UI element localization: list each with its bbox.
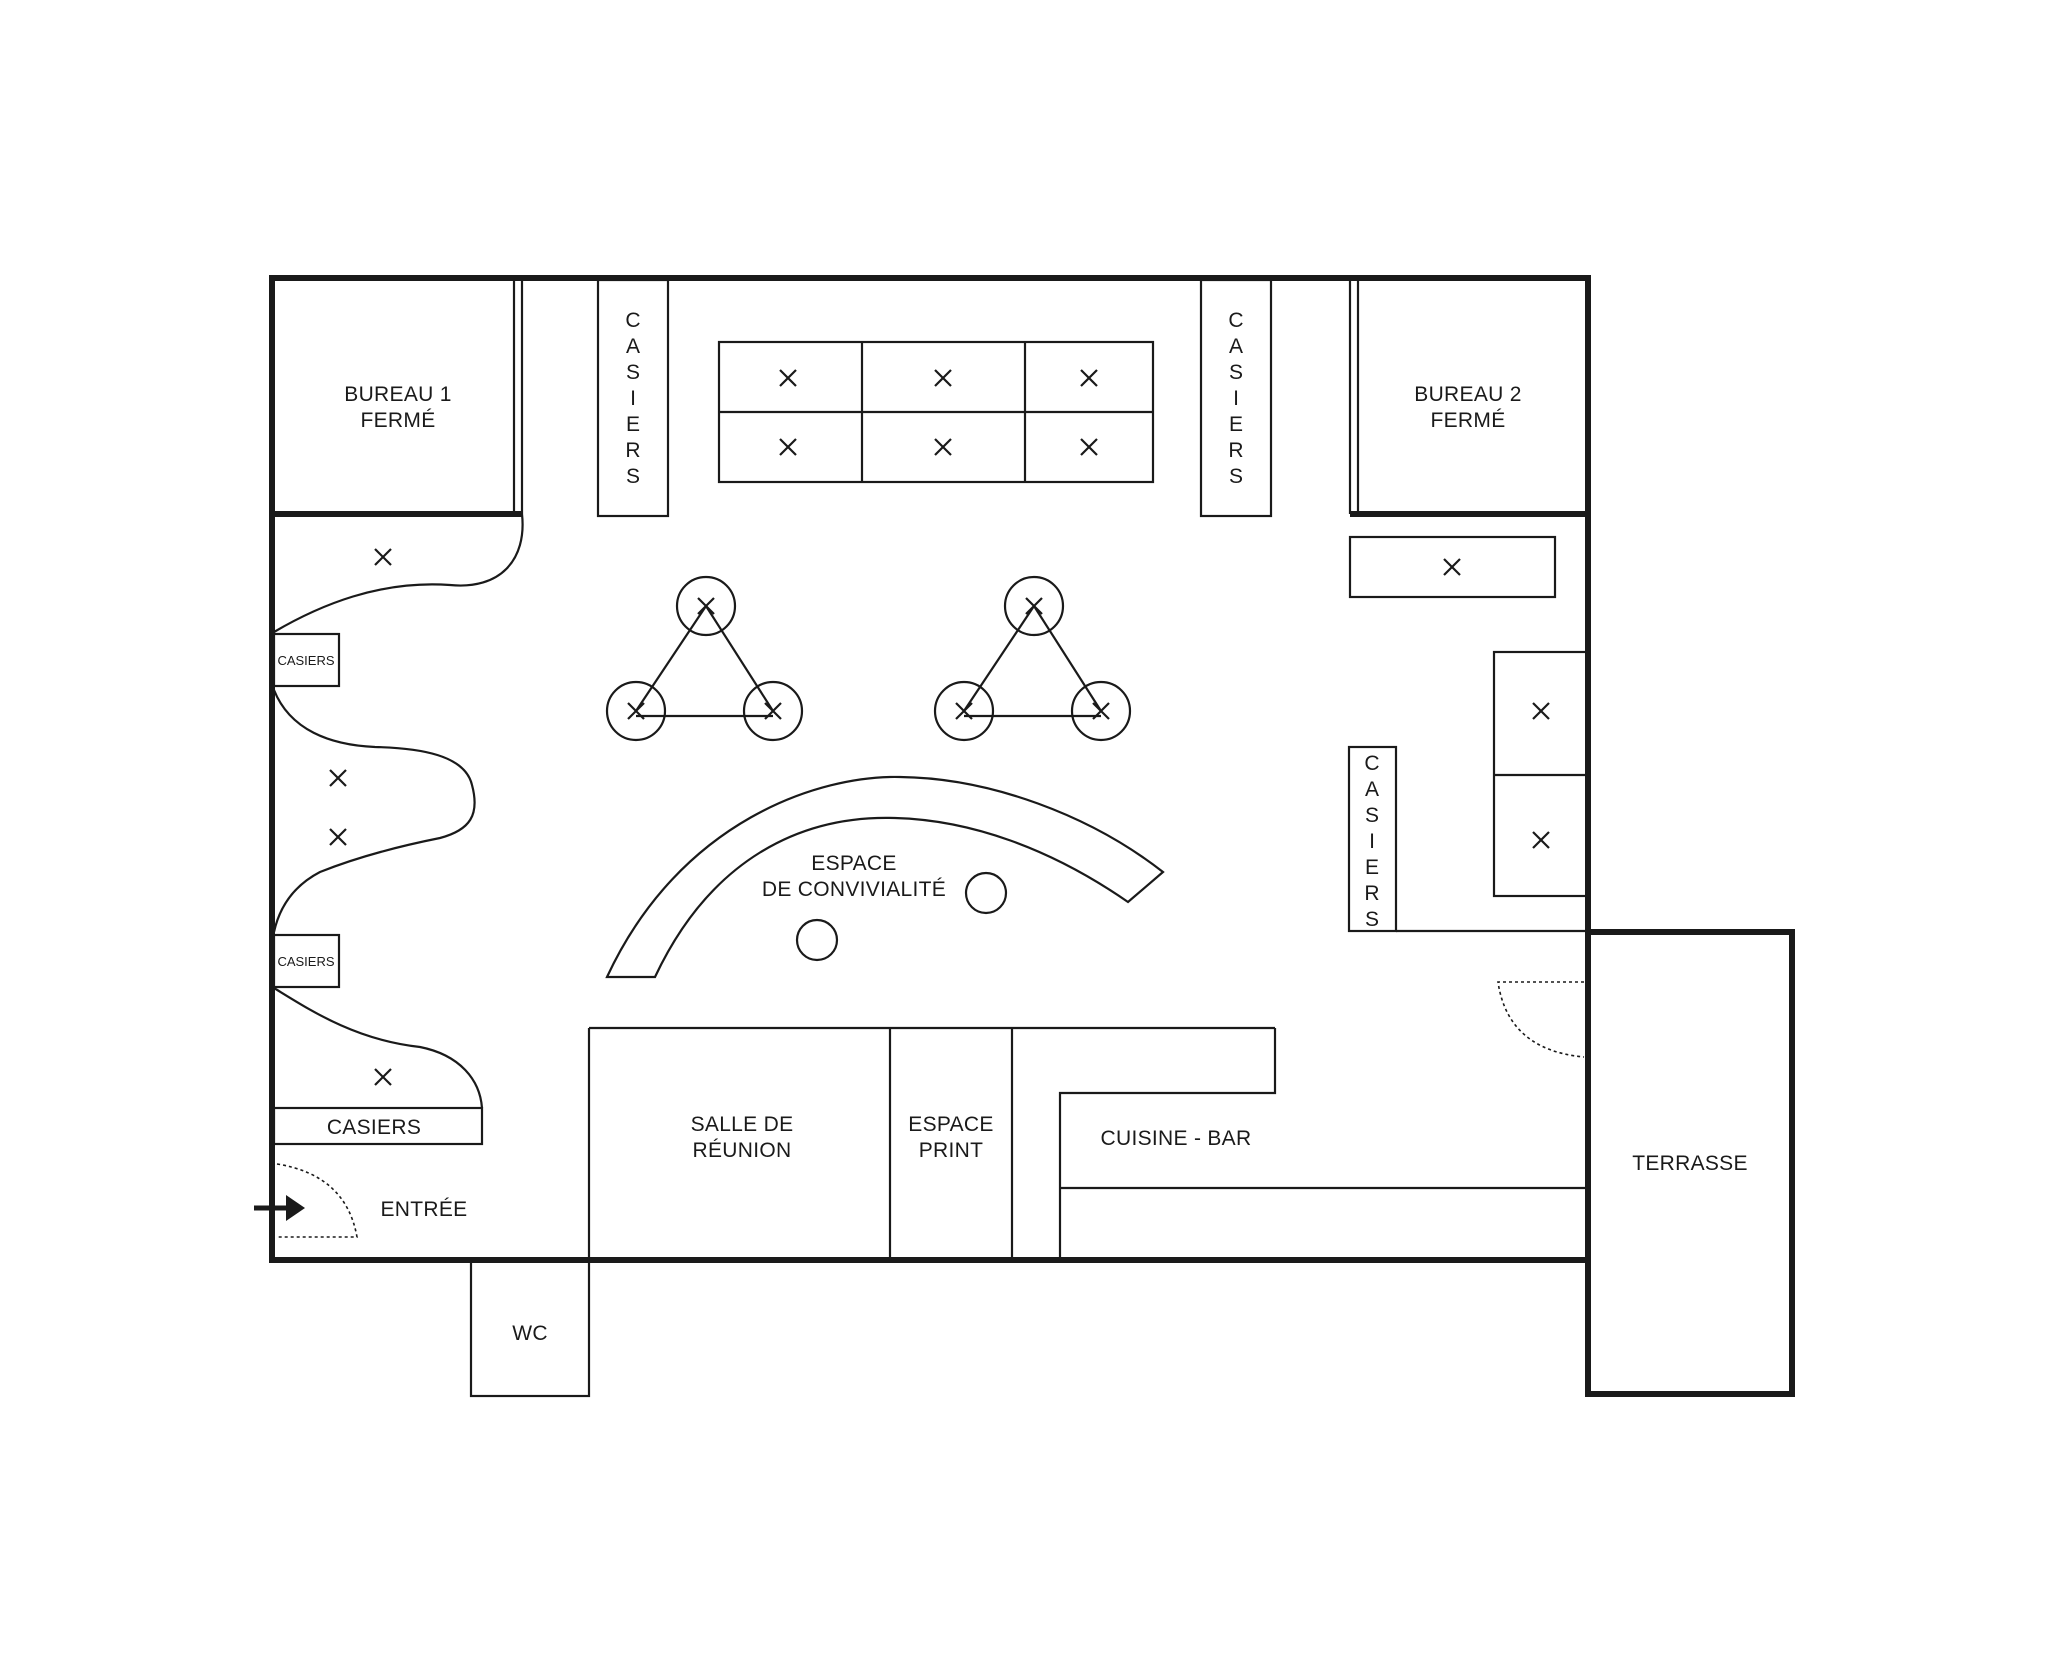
- svg-text:CASIERS: CASIERS: [277, 653, 334, 668]
- svg-text:S: S: [1229, 361, 1243, 384]
- room-label-bureau-2: BUREAU 2: [1414, 383, 1521, 406]
- svg-text:R: R: [625, 439, 640, 462]
- room-label-terrasse: TERRASSE: [1632, 1152, 1748, 1175]
- svg-text:S: S: [626, 465, 640, 488]
- x-mark-icon: [1443, 558, 1461, 576]
- svg-text:E: E: [1365, 856, 1379, 879]
- x-mark-icon: [329, 769, 347, 787]
- svg-text:A: A: [1365, 778, 1379, 801]
- x-mark-icon: [1092, 702, 1110, 720]
- svg-text:I: I: [1233, 387, 1239, 410]
- x-mark-icon: [1080, 438, 1098, 456]
- room-label-print-line2: PRINT: [919, 1139, 984, 1162]
- svg-text:E: E: [626, 413, 640, 436]
- desk-right-double: [1492, 650, 1589, 898]
- svg-text:S: S: [1365, 908, 1379, 931]
- entrance: ENTRÉE: [254, 1163, 468, 1238]
- room-label-bureau-1: BUREAU 1: [344, 383, 451, 406]
- x-mark-icon: [329, 828, 347, 846]
- espace-convivialite: ESPACE DE CONVIVIALITÉ: [605, 775, 1165, 979]
- svg-text:A: A: [626, 335, 640, 358]
- room-label-bureau-1-status: FERMÉ: [361, 409, 436, 432]
- room-label-wc: WC: [512, 1322, 548, 1345]
- x-mark-icon: [1532, 831, 1550, 849]
- svg-text:S: S: [626, 361, 640, 384]
- room-cuisine-bar: CUISINE - BAR: [1058, 1028, 1588, 1260]
- svg-text:S: S: [1229, 465, 1243, 488]
- room-label-cuisine: CUISINE - BAR: [1101, 1127, 1252, 1150]
- arrow-right-icon: [254, 1195, 305, 1221]
- x-mark-icon: [934, 438, 952, 456]
- svg-text:CASIERS: CASIERS: [327, 1116, 421, 1139]
- svg-text:A: A: [1229, 335, 1243, 358]
- svg-text:C: C: [1364, 752, 1379, 775]
- room-label-convivialite: ESPACE: [811, 852, 896, 875]
- desk-block-top: [717, 340, 1155, 484]
- x-mark-icon: [1532, 702, 1550, 720]
- room-salle-reunion: SALLE DE RÉUNION: [587, 1026, 1275, 1260]
- lockers-left-bottom: CASIERS: [272, 1106, 484, 1146]
- room-label-salle-line2: RÉUNION: [693, 1139, 792, 1162]
- svg-text:CASIERS: CASIERS: [277, 954, 334, 969]
- lockers-left-lower: CASIERS: [272, 933, 341, 989]
- x-mark-icon: [934, 369, 952, 387]
- x-mark-icon: [1080, 369, 1098, 387]
- lockers-top-left-text: C A S I E R S: [625, 309, 640, 488]
- room-label-print: ESPACE: [908, 1113, 993, 1136]
- room-label-bureau-2-status: FERMÉ: [1431, 409, 1506, 432]
- room-espace-print: ESPACE PRINT: [888, 1028, 1014, 1260]
- x-mark-icon: [1025, 597, 1043, 615]
- desk-right-top: [1348, 535, 1557, 599]
- svg-text:R: R: [1228, 439, 1243, 462]
- room-label-salle: SALLE DE: [691, 1113, 794, 1136]
- door-terrace: [1497, 981, 1585, 1058]
- room-bureau-2: BUREAU 2 FERMÉ: [1348, 278, 1588, 517]
- x-mark-icon: [779, 438, 797, 456]
- x-mark-icon: [764, 702, 782, 720]
- svg-text:I: I: [1369, 830, 1375, 853]
- svg-text:S: S: [1365, 804, 1379, 827]
- lockers-right: C A S I E R S: [1347, 745, 1398, 933]
- x-mark-icon: [697, 597, 715, 615]
- svg-text:E: E: [1229, 413, 1243, 436]
- lockers-right-text: C A S I E R S: [1364, 752, 1379, 931]
- lockers-top-right: C A S I E R S: [1199, 278, 1273, 518]
- room-label-entree: ENTRÉE: [381, 1198, 468, 1221]
- triangle-table-right: [933, 575, 1132, 742]
- triangle-table-left: [605, 575, 804, 742]
- x-mark-icon: [374, 548, 392, 566]
- room-label-convivialite-line2: DE CONVIVIALITÉ: [762, 878, 946, 901]
- x-mark-icon: [955, 702, 973, 720]
- svg-text:I: I: [630, 387, 636, 410]
- svg-text:C: C: [625, 309, 640, 332]
- partition-wave-left: [272, 513, 524, 1109]
- x-mark-icon: [374, 1068, 392, 1086]
- svg-text:R: R: [1364, 882, 1379, 905]
- x-mark-icon: [779, 369, 797, 387]
- lockers-left-upper: CASIERS: [272, 632, 341, 688]
- outer-walls: [269, 275, 1795, 1398]
- svg-text:C: C: [1228, 309, 1243, 332]
- lockers-top-left: C A S I E R S: [596, 278, 670, 518]
- x-mark-icon: [627, 702, 645, 720]
- room-bureau-1: BUREAU 1 FERMÉ: [272, 278, 524, 517]
- lockers-top-right-text: C A S I E R S: [1228, 309, 1243, 488]
